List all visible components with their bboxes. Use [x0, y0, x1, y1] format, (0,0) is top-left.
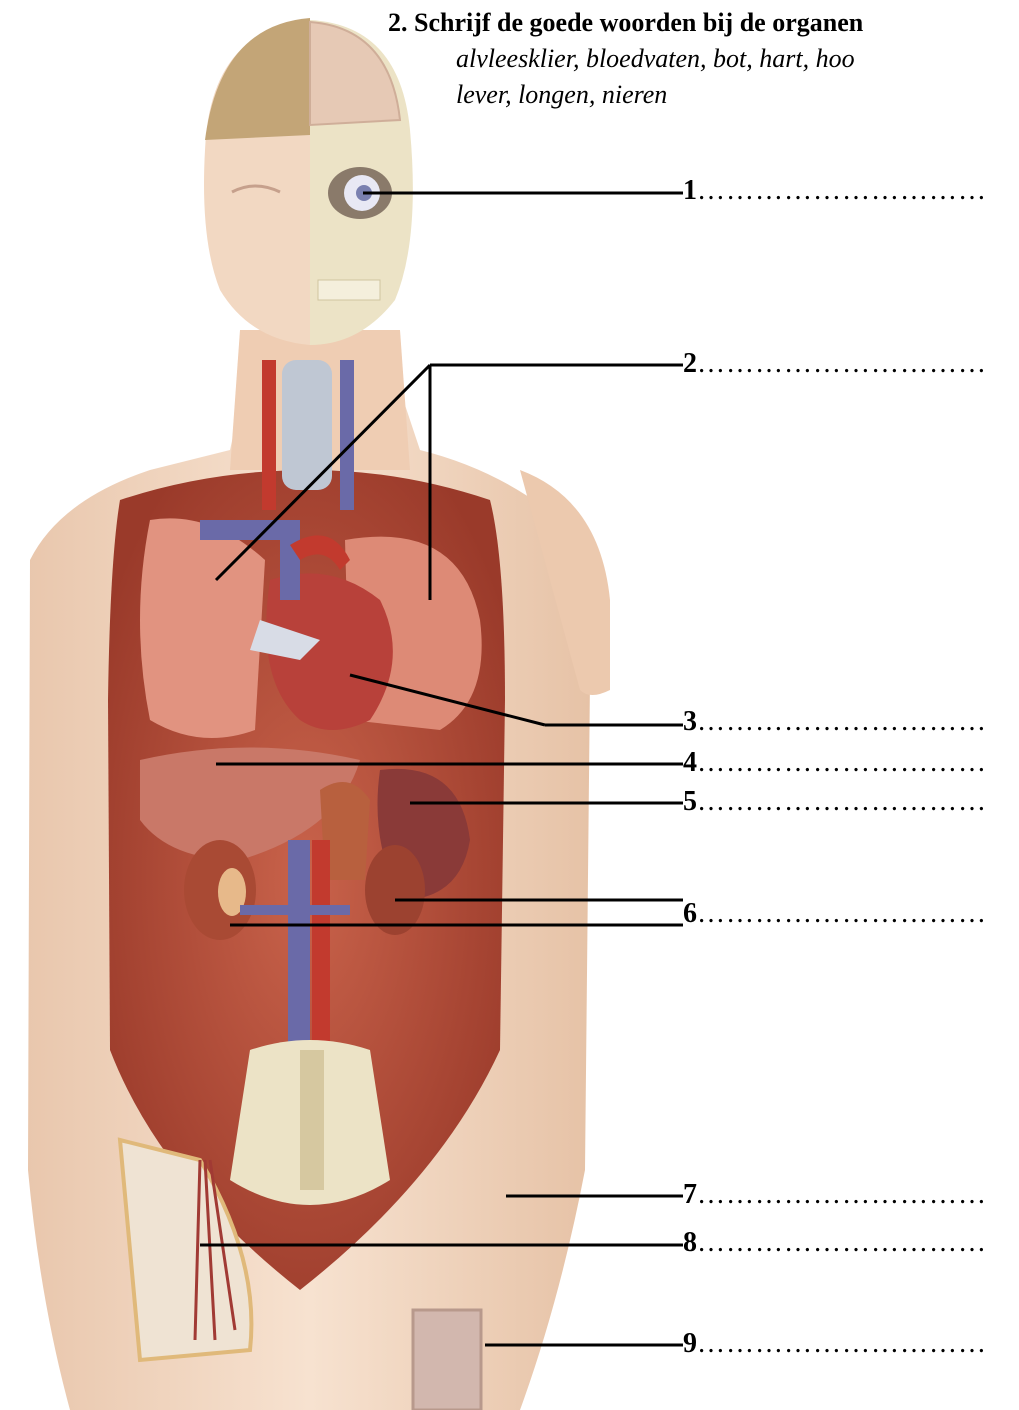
answer-number: 8	[683, 1227, 697, 1258]
answer-blank[interactable]: …………………………	[697, 898, 987, 929]
answer-blank[interactable]: …………………………	[697, 786, 987, 817]
answer-line-5[interactable]: 5…………………………	[683, 787, 987, 817]
answer-blank[interactable]: …………………………	[697, 175, 987, 206]
answer-line-2[interactable]: 2…………………………	[683, 349, 987, 379]
renal-vein	[240, 905, 350, 915]
answer-number: 9	[683, 1328, 697, 1359]
answer-line-6[interactable]: 6…………………………	[683, 899, 987, 929]
answer-blank[interactable]: …………………………	[697, 1328, 987, 1359]
answer-number: 5	[683, 786, 697, 817]
brain	[310, 22, 400, 125]
answer-blank[interactable]: …………………………	[697, 1227, 987, 1258]
left-kidney	[365, 845, 425, 935]
word-bank-line-1: alvleesklier, bloedvaten, bot, hart, hoo	[456, 44, 855, 74]
spinal-column	[300, 1050, 324, 1190]
answer-number: 2	[683, 348, 697, 379]
answer-line-7[interactable]: 7…………………………	[683, 1180, 987, 1210]
answer-number: 4	[683, 747, 697, 778]
answer-line-1[interactable]: 1…………………………	[683, 176, 987, 206]
skin-window	[413, 1310, 481, 1410]
exercise-heading: 2. Schrijf de goede woorden bij de organ…	[388, 8, 863, 38]
answer-blank[interactable]: …………………………	[697, 1179, 987, 1210]
answer-number: 6	[683, 898, 697, 929]
answer-line-3[interactable]: 3…………………………	[683, 707, 987, 737]
answer-blank[interactable]: …………………………	[697, 747, 987, 778]
answer-line-9[interactable]: 9…………………………	[683, 1329, 987, 1359]
answer-line-4[interactable]: 4…………………………	[683, 748, 987, 778]
jugular-vein	[340, 360, 354, 510]
answer-number: 7	[683, 1179, 697, 1210]
answer-blank[interactable]: …………………………	[697, 706, 987, 737]
answer-number: 3	[683, 706, 697, 737]
word-bank-line-2: lever, longen, nieren	[456, 80, 667, 110]
answer-line-8[interactable]: 8…………………………	[683, 1228, 987, 1258]
carotid-artery	[262, 360, 276, 510]
answer-blank[interactable]: …………………………	[697, 348, 987, 379]
answer-number: 1	[683, 175, 697, 206]
skull-teeth	[318, 280, 380, 300]
